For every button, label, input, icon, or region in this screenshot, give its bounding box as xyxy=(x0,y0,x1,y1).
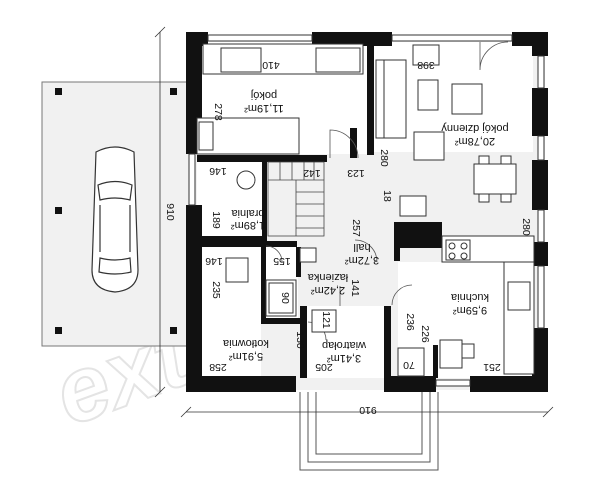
dim-living-398: 398 xyxy=(417,59,435,71)
sink-icon xyxy=(299,247,317,263)
room-area-pokoj-dzienny: 20,78m² xyxy=(454,135,495,147)
room-name-pralnia: pralnia xyxy=(231,207,265,219)
dim-146-laundry: 146 xyxy=(209,165,227,177)
room-name-pokoj: pokój xyxy=(251,89,277,101)
dim-280-right: 280 xyxy=(520,218,532,236)
dim-142: 142 xyxy=(303,167,321,179)
dim-236: 236 xyxy=(404,313,416,331)
dim-257: 257 xyxy=(350,219,362,237)
kitchen-counter-icon xyxy=(441,235,535,375)
dimension-lines xyxy=(154,26,554,418)
wardrobe-icon xyxy=(311,309,337,333)
dim-pokoj-depth: 278 xyxy=(212,103,224,121)
room-name-hall: hall xyxy=(353,241,370,253)
room-name-wiatrolap: wiatrołap xyxy=(322,339,367,351)
dim-130: 130 xyxy=(294,331,306,349)
dim-235: 235 xyxy=(210,281,222,299)
entrance-steps xyxy=(299,392,439,471)
washing-machine-icon xyxy=(236,170,256,190)
dim-90: 90 xyxy=(279,292,291,304)
kitchen-table-icon xyxy=(439,339,475,369)
sofa-icon xyxy=(375,59,407,139)
exterior-walls xyxy=(186,32,548,392)
boiler-icon xyxy=(225,257,249,283)
desk-icon xyxy=(202,43,364,75)
room-area-pralnia: 1,89m² xyxy=(231,219,266,231)
tv-cabinet-icon xyxy=(412,44,440,66)
dim-146-boiler: 146 xyxy=(205,255,223,267)
room-name-kuchnia: kuchnia xyxy=(450,291,489,303)
staircase xyxy=(267,161,325,237)
interior-walls xyxy=(197,40,442,378)
room-area-kuchnia: 9,59m² xyxy=(453,304,488,316)
dim-280-top: 280 xyxy=(378,149,390,167)
room-area-hall: 3,72m² xyxy=(345,254,380,266)
room-name-pokoj-dzienny: pokój dzienny xyxy=(441,122,509,134)
dim-141: 141 xyxy=(349,279,361,297)
dim-18: 18 xyxy=(381,190,393,202)
fridge-icon xyxy=(397,347,425,377)
dim-overall-width: 910 xyxy=(359,404,377,416)
dim-258: 258 xyxy=(209,361,227,373)
room-area-pokoj: 11,19m² xyxy=(244,102,284,114)
door-swings xyxy=(265,41,509,341)
room-name-kotlownia: kotłownia xyxy=(222,337,269,349)
dim-121: 121 xyxy=(320,311,332,329)
room-area-wiatrolap: 3,41m² xyxy=(327,352,362,364)
dim-pokoj-width: 410 xyxy=(262,59,280,71)
room-pralnia xyxy=(197,162,267,236)
room-area-lazienka: 2,42m² xyxy=(311,284,346,296)
shower-icon xyxy=(265,279,297,317)
windows xyxy=(188,34,545,387)
dim-205: 205 xyxy=(315,361,333,373)
armchair-icon xyxy=(413,83,483,161)
room-area-kotlownia: 5,91m² xyxy=(229,350,264,362)
fireplace-icon xyxy=(399,195,427,217)
car-icon xyxy=(91,146,139,293)
dim-123: 123 xyxy=(347,167,365,179)
room-name-lazienka: łazienka xyxy=(307,271,348,283)
coffee-table-icon xyxy=(417,79,439,111)
dim-overall-depth: 910 xyxy=(164,203,176,221)
bed-icon xyxy=(196,117,300,155)
dim-251: 251 xyxy=(483,361,501,373)
dining-table-icon xyxy=(473,155,517,203)
dim-226: 226 xyxy=(419,325,431,343)
dim-155: 155 xyxy=(273,255,291,267)
dim-189: 189 xyxy=(210,211,222,229)
dim-70: 70 xyxy=(403,359,415,371)
